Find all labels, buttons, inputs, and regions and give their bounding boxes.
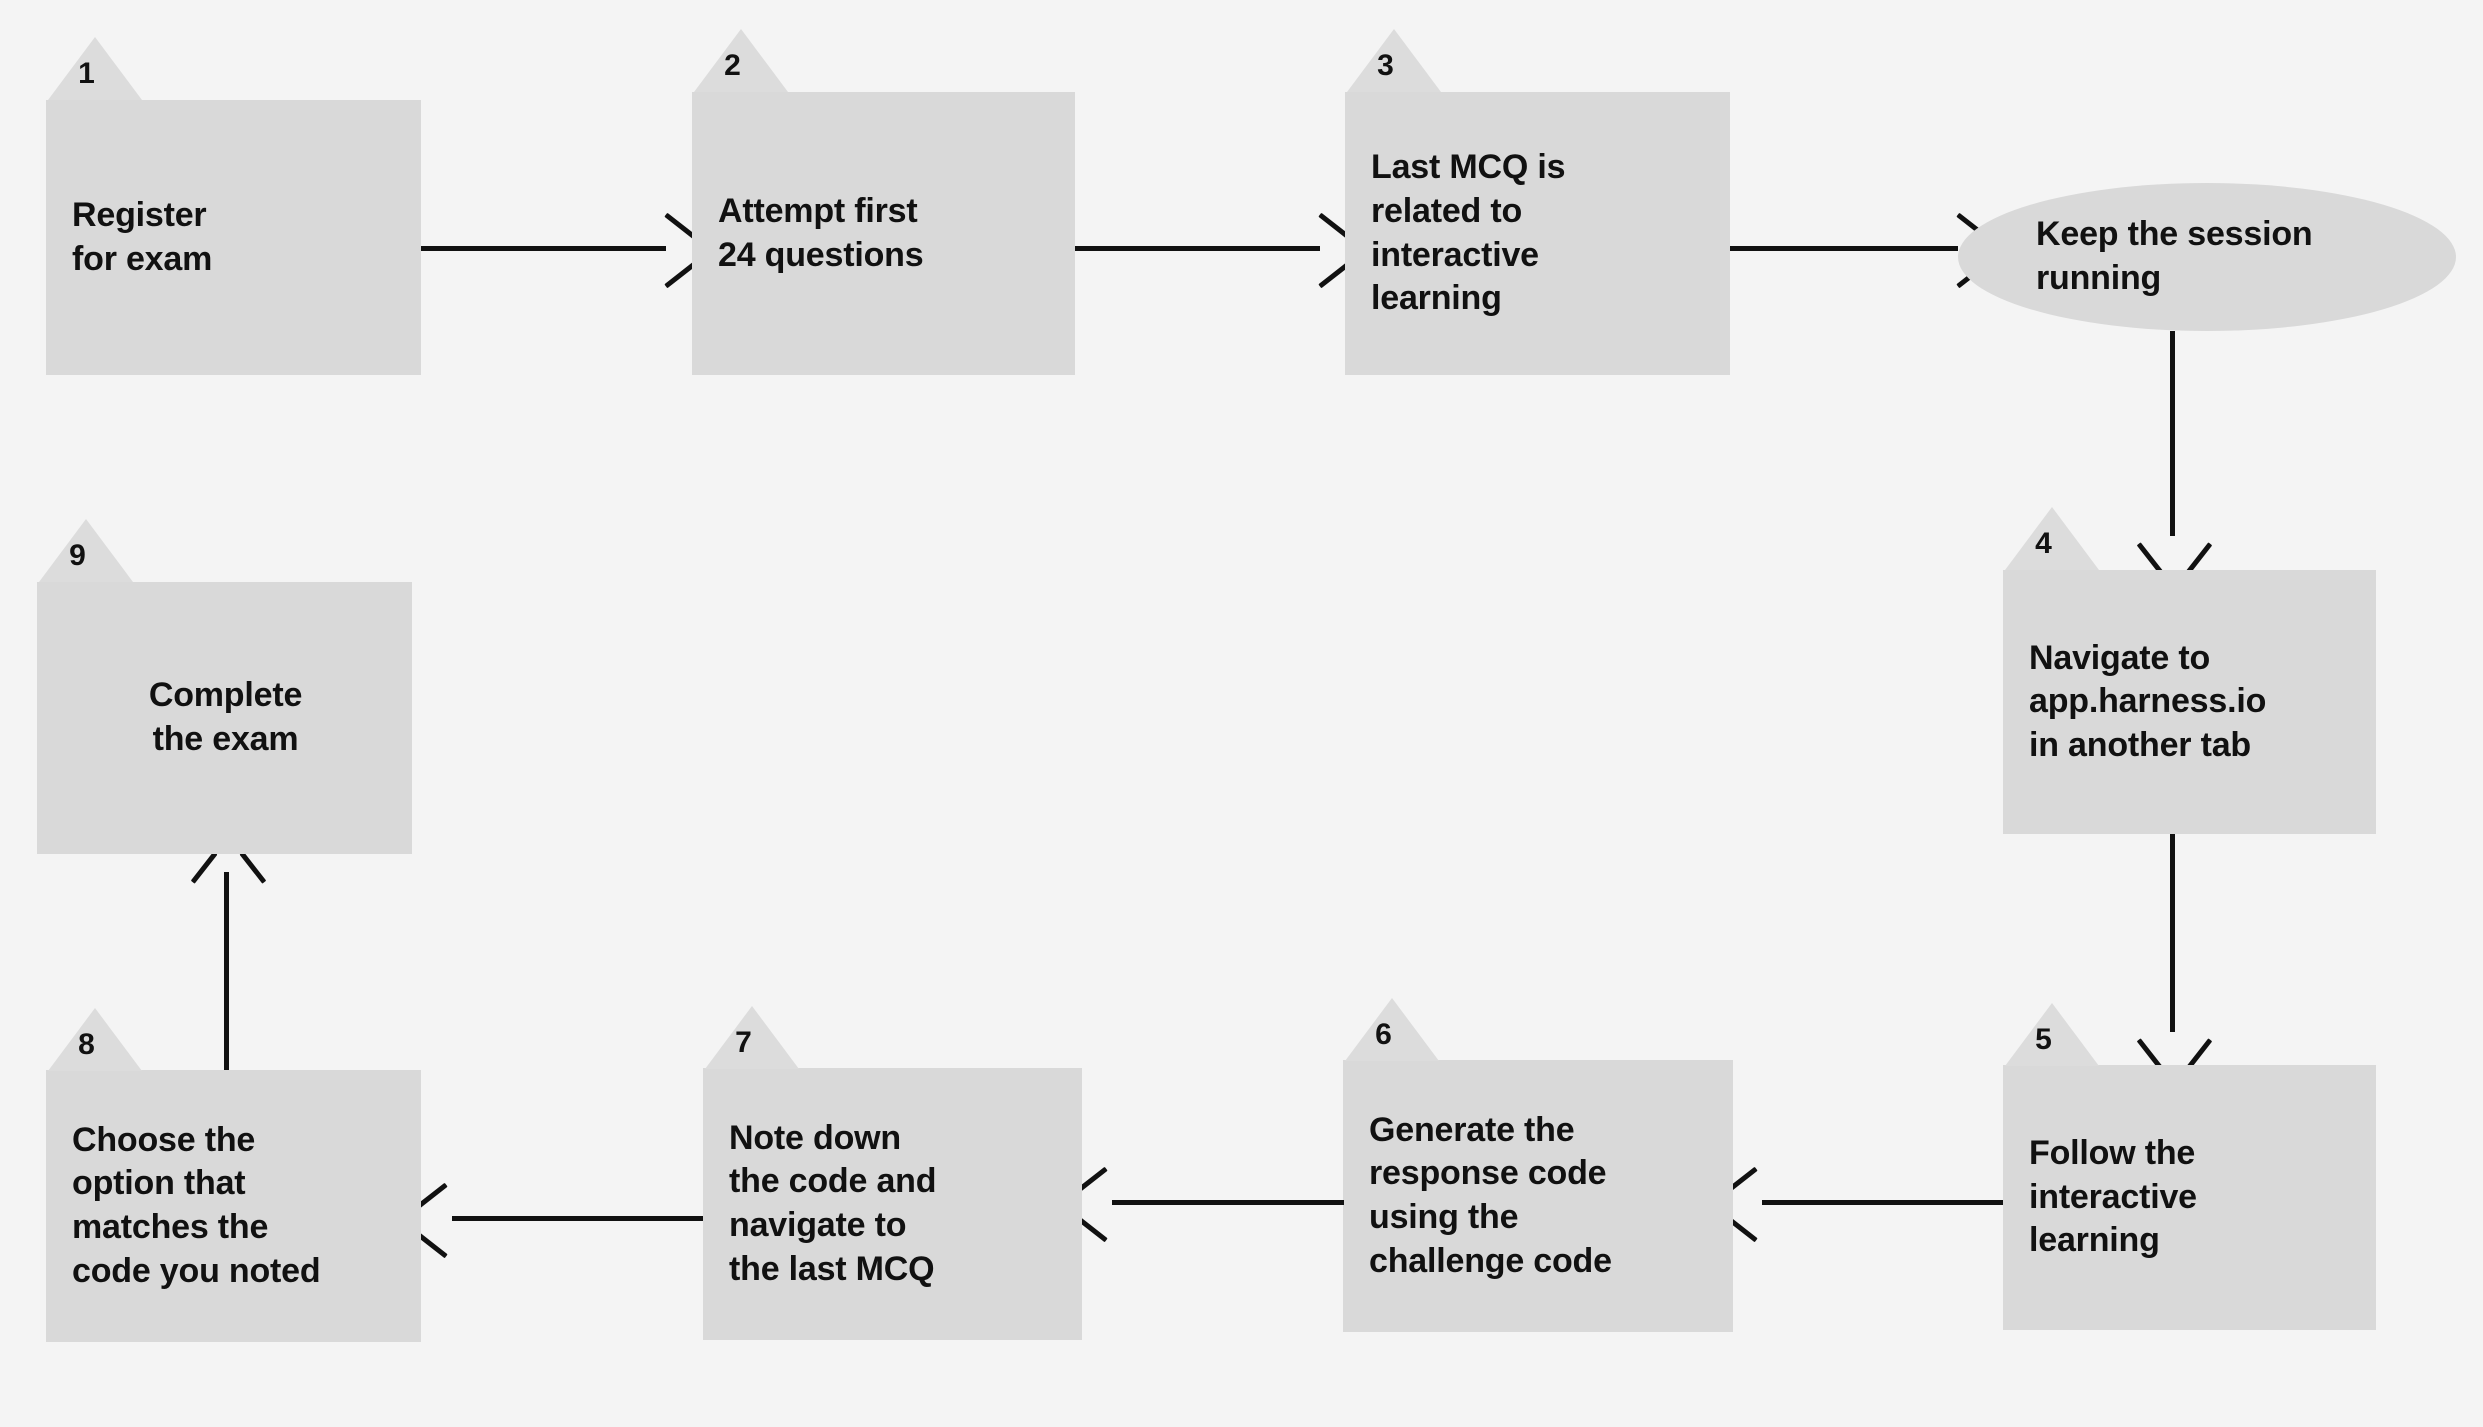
flow-node-6[interactable]: Generate the response code using the cha… [1343,1060,1733,1332]
flow-node-7[interactable]: Note down the code and navigate to the l… [703,1068,1082,1340]
flow-node-9[interactable]: Complete the exam [37,582,412,854]
flow-node-2[interactable]: Attempt first 24 questions [692,92,1075,375]
triangle-icon [48,1008,142,1071]
step-badge-8-number: 8 [78,1028,95,1061]
flow-node-3-label: Last MCQ is related to interactive learn… [1371,148,1566,318]
triangle-icon [1347,29,1441,92]
flow-node-7-label: Note down the code and navigate to the l… [729,1118,937,1288]
edge-5-to-6 [1762,1200,2003,1205]
edge-session-to-4 [2170,331,2175,536]
flow-node-3[interactable]: Last MCQ is related to interactive learn… [1345,92,1730,375]
flow-node-1-label: Register for exam [72,195,213,278]
edge-1-to-2 [421,246,666,251]
triangle-icon [2005,1003,2099,1066]
flow-node-6-label: Generate the response code using the cha… [1369,1110,1612,1280]
edge-3-to-session [1730,246,1958,251]
edge-2-to-3 [1075,246,1320,251]
edge-7-to-8 [452,1216,703,1221]
flow-node-9-label: Complete the exam [148,676,303,758]
flow-node-5[interactable]: Follow the interactive learning [2003,1065,2376,1330]
flow-node-8[interactable]: Choose the option that matches the code … [46,1070,421,1342]
edge-4-to-5 [2170,834,2175,1032]
flow-node-keep-session[interactable]: Keep the session running [1958,183,2456,331]
flow-node-4-label: Navigate to app.harness.io in another ta… [2029,638,2267,764]
flow-node-2-label: Attempt first 24 questions [718,191,924,274]
triangle-icon [2005,507,2099,570]
triangle-icon [705,1006,799,1069]
step-badge-1-number: 1 [78,57,95,90]
edge-8-to-9 [224,872,229,1070]
step-badge-7-number: 7 [735,1026,752,1059]
step-badge-4-number: 4 [2035,527,2052,560]
step-badge-3-number: 3 [1377,49,1394,82]
flow-node-1[interactable]: Register for exam [46,100,421,375]
triangle-icon [48,37,142,100]
triangle-icon [1345,998,1439,1061]
step-badge-2-number: 2 [724,49,741,82]
step-badge-9-number: 9 [69,539,86,572]
step-badge-6-number: 6 [1375,1018,1392,1051]
flow-node-5-label: Follow the interactive learning [2029,1134,2197,1260]
step-badge-5-number: 5 [2035,1023,2052,1056]
triangle-icon [694,29,788,92]
flow-node-8-label: Choose the option that matches the code … [72,1120,321,1290]
edge-6-to-7 [1112,1200,1344,1205]
flow-node-4[interactable]: Navigate to app.harness.io in another ta… [2003,570,2376,834]
triangle-icon [39,519,133,582]
flow-node-keep-session-label: Keep the session running [2036,215,2313,297]
